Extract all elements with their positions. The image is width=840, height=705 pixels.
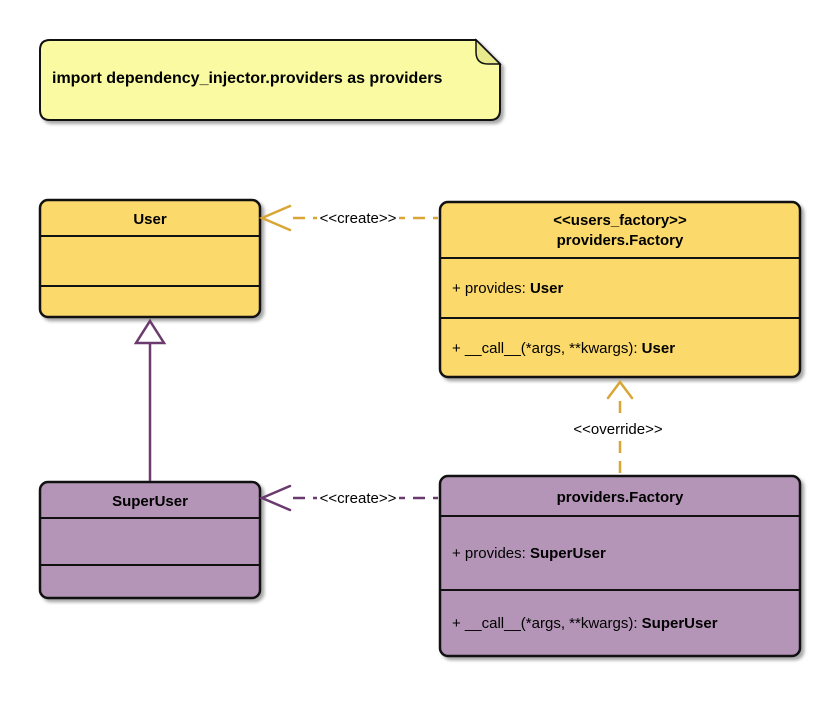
class-users-factory-stereotype: <<users_factory>> xyxy=(553,212,687,229)
create-arrow-user-label-bg xyxy=(317,209,399,227)
class-super-user-title: SuperUser xyxy=(112,493,188,510)
class-users-factory: <<users_factory>> providers.Factory + pr… xyxy=(438,200,802,379)
import-note: import dependency_injector.providers as … xyxy=(39,38,502,121)
class-users-factory-method: + __call__(*args, **kwargs): User xyxy=(452,340,675,357)
create-arrow-super-user-label: <<create>> xyxy=(320,490,397,507)
class-user-box xyxy=(38,198,262,319)
create-arrow-super-user: <<create>> xyxy=(258,484,438,512)
class-user: User xyxy=(38,198,262,319)
class-super-users-factory-title: providers.Factory xyxy=(557,489,684,506)
class-super-users-factory-attribute: + provides: SuperUser xyxy=(452,545,606,562)
create-arrow-super-user-arrowhead-icon xyxy=(258,484,292,512)
class-super-user-box xyxy=(38,480,262,600)
class-super-users-factory-method: + __call__(*args, **kwargs): SuperUser xyxy=(452,615,718,632)
inheritance-arrow xyxy=(133,318,167,481)
class-super-users-factory-box xyxy=(438,474,802,658)
class-users-factory-attribute: + provides: User xyxy=(452,280,563,297)
class-user-title: User xyxy=(133,211,167,228)
create-arrow-user-arrowhead-icon xyxy=(258,204,292,232)
class-users-factory-title: providers.Factory xyxy=(557,232,684,249)
class-super-user: SuperUser xyxy=(38,480,262,600)
note-fold-icon xyxy=(475,38,502,65)
override-arrow-arrowhead-icon xyxy=(606,379,634,400)
inheritance-arrow-triangle-icon xyxy=(133,318,167,345)
class-super-users-factory: providers.Factory + provides: SuperUser … xyxy=(438,474,802,658)
override-arrow-label-bg xyxy=(562,419,675,438)
note-text: import dependency_injector.providers as … xyxy=(52,70,442,87)
override-arrow-label: <<override>> xyxy=(573,421,662,438)
note-body xyxy=(39,39,501,121)
create-arrow-user-label: <<create>> xyxy=(320,210,397,227)
class-users-factory-box xyxy=(438,200,802,379)
override-arrow: <<override>> xyxy=(562,379,675,474)
create-arrow-user: <<create>> xyxy=(258,204,438,232)
create-arrow-super-user-label-bg xyxy=(317,489,399,507)
